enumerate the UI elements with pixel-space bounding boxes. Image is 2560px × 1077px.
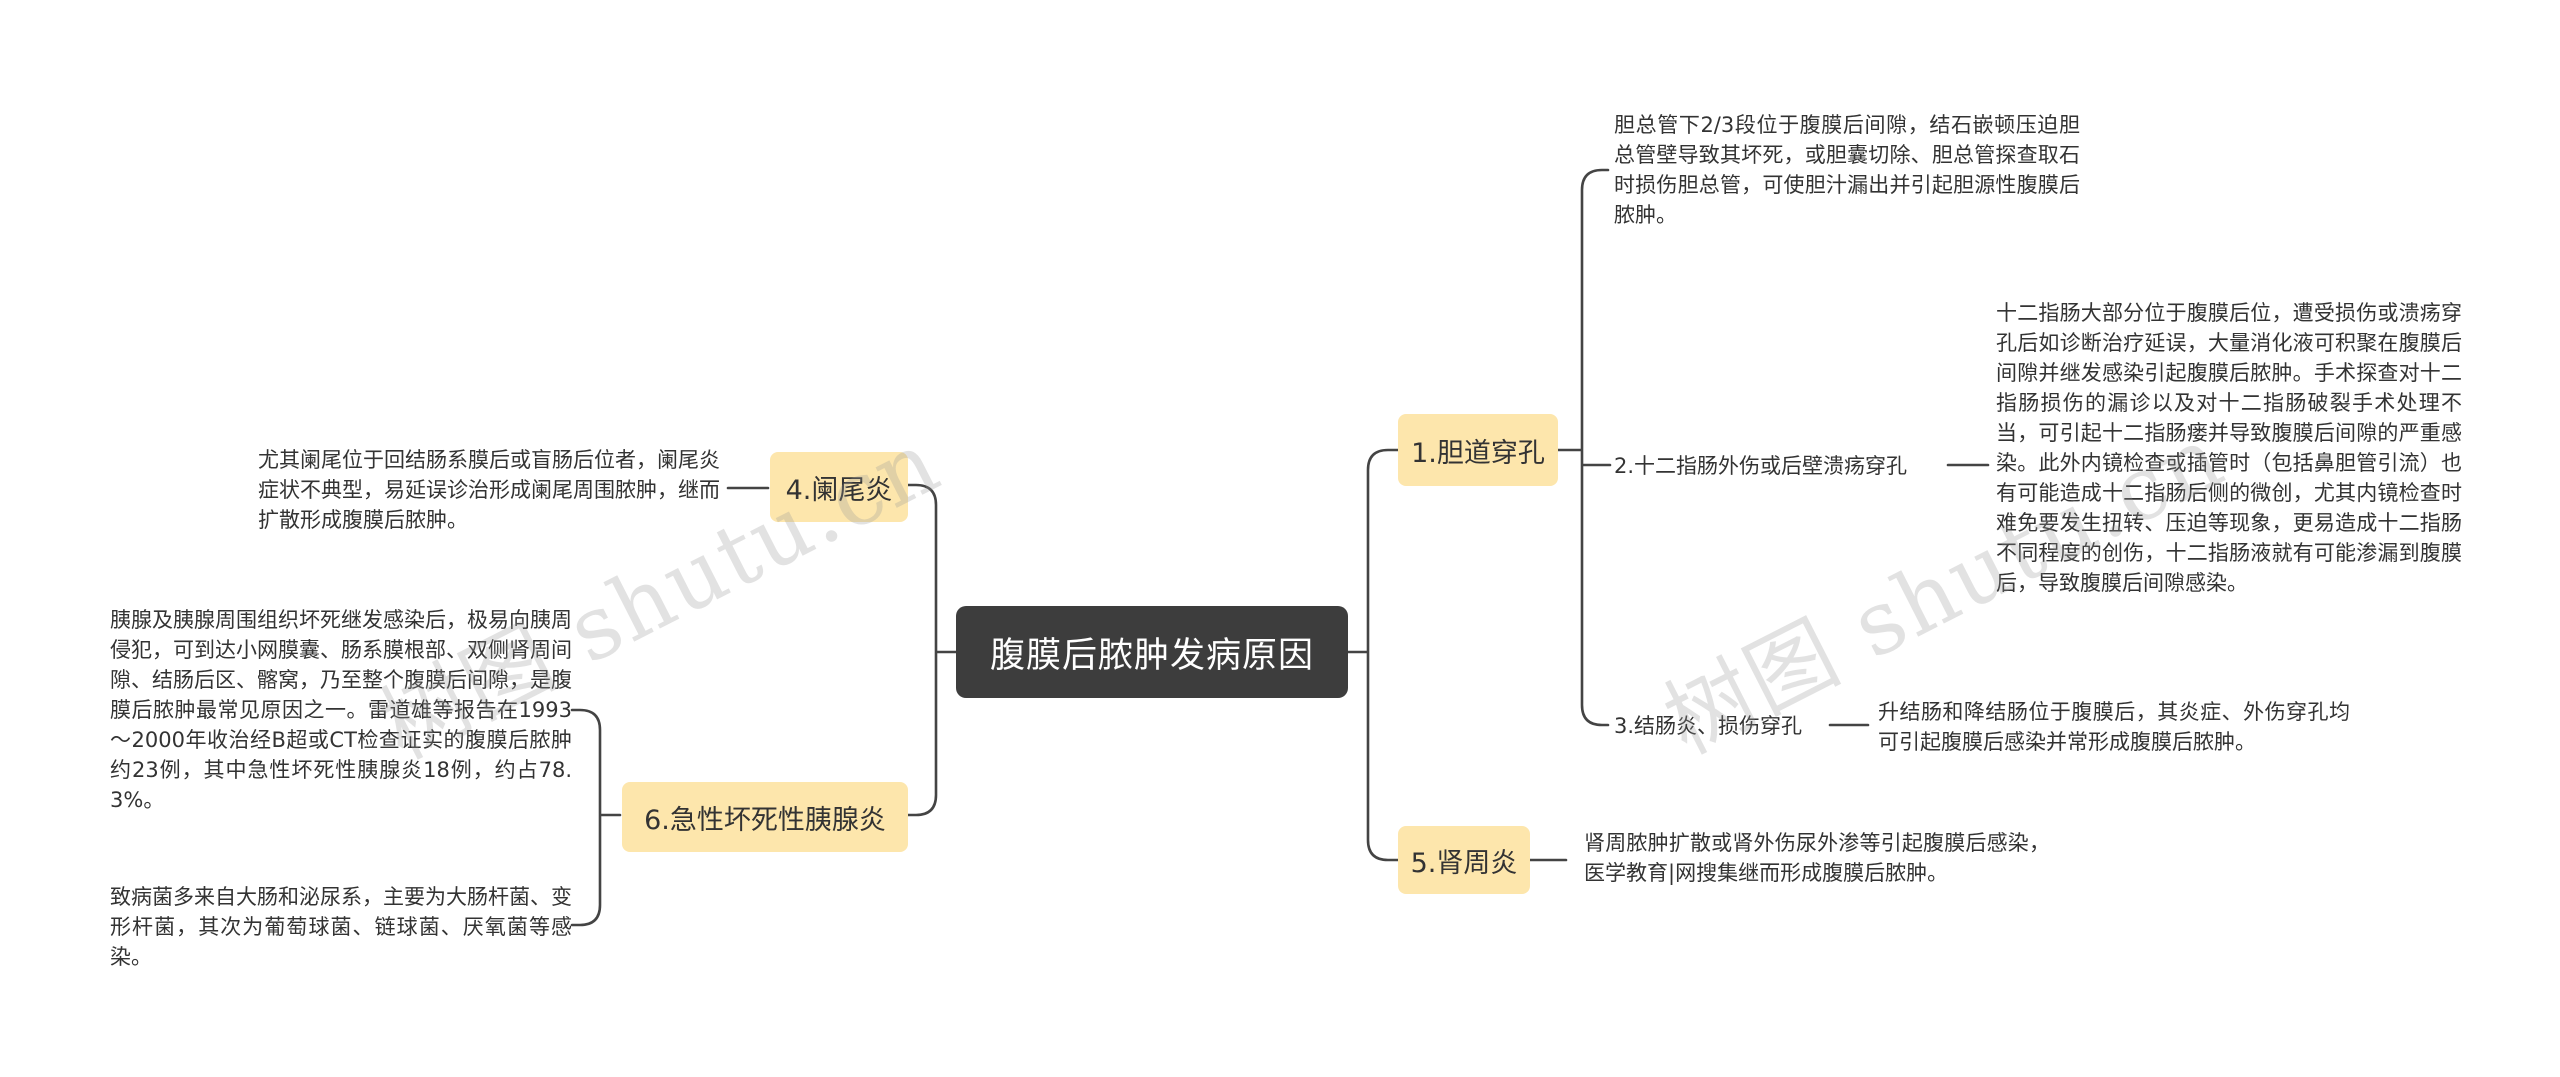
- note-bile-duct: 胆总管下2/3段位于腹膜后间隙，结石嵌顿压迫胆总管壁导致其坏死，或胆囊切除、胆总…: [1614, 113, 2080, 227]
- note-pancreatitis-b: 致病菌多来自大肠和泌尿系，主要为大肠杆菌、变形杆菌，其次为葡萄球菌、链球菌、厌氧…: [110, 885, 572, 969]
- note-perinephritis: 肾周脓肿扩散或肾外伤尿外渗等引起腹膜后感染，医学教育|网搜集继而形成腹膜后脓肿。: [1584, 831, 2050, 885]
- note-colitis: 升结肠和降结肠位于腹膜后，其炎症、外伤穿孔均可引起腹膜后感染并常形成腹膜后脓肿。: [1878, 700, 2350, 754]
- connector-root-right: [1346, 448, 1400, 862]
- connector-root-left: [906, 483, 958, 817]
- note-pancreatitis-a: 胰腺及胰腺周围组织坏死继发感染后，极易向胰周侵犯，可到达小网膜囊、肠系膜根部、双…: [110, 608, 572, 812]
- note-appendicitis: 尤其阑尾位于回结肠系膜后或盲肠后位者，阑尾炎症状不典型，易延误诊治形成阑尾周围脓…: [258, 448, 720, 532]
- topic-perinephritis[interactable]: 5.肾周炎: [1398, 826, 1530, 894]
- topic-necrotizing-pancreatitis[interactable]: 6.急性坏死性胰腺炎: [622, 782, 908, 852]
- topic-appendicitis[interactable]: 4.阑尾炎: [770, 452, 908, 522]
- connector-topic1-children: [1556, 168, 1612, 727]
- note-duodenal: 十二指肠大部分位于腹膜后位，遭受损伤或溃疡穿孔后如诊断治疗延误，大量消化液可积聚…: [1996, 301, 2462, 595]
- topic-bile-duct-perforation[interactable]: 1.胆道穿孔: [1398, 414, 1558, 486]
- connector-topic6-notes: [570, 708, 622, 927]
- root-topic[interactable]: 腹膜后脓肿发病原因: [956, 606, 1348, 698]
- subtopic-duodenal-perforation[interactable]: 2.十二指肠外伤或后壁溃疡穿孔: [1614, 454, 1908, 478]
- subtopic-colitis-perforation[interactable]: 3.结肠炎、损伤穿孔: [1614, 714, 1803, 738]
